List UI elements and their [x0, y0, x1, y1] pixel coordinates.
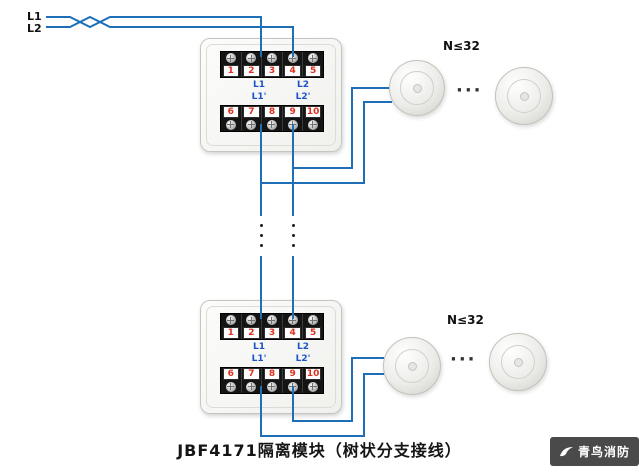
feed-line-label-l1: L1	[27, 10, 42, 23]
terminal-label-l1: L1	[253, 80, 265, 90]
loop-continuation-dots	[260, 224, 263, 247]
isolation-module-bottom: 1 2 3 4 5 L1 L2 L1' L2' 6 7 8 9 10	[200, 300, 342, 414]
terminal: 8	[262, 106, 283, 131]
loop-continuation-dots	[292, 224, 295, 247]
detector-center	[513, 357, 523, 367]
detector-center	[412, 83, 422, 93]
terminal-screw-icon	[283, 380, 303, 393]
terminal-label-l2: L2	[297, 80, 309, 90]
terminal-number: 8	[263, 106, 281, 119]
diagram-caption: JBF4171隔离模块（树状分支接线）	[177, 441, 462, 460]
detector-count-label: N≤32	[447, 313, 484, 327]
terminal-number: 9	[284, 368, 301, 381]
terminal-number: 2	[243, 64, 260, 77]
terminal-screw-icon	[303, 52, 323, 65]
brand-watermark-text: 青鸟消防	[577, 444, 630, 459]
terminal-screw-icon	[262, 118, 282, 131]
terminal-number: 2	[243, 326, 260, 339]
terminal-label-l1-prime: L1'	[251, 92, 267, 102]
terminal: 10	[303, 368, 323, 393]
terminal-screw-icon	[303, 314, 323, 327]
terminal-number: 10	[304, 106, 322, 119]
terminal-label-l2-prime: L2'	[295, 92, 311, 102]
smoke-detector	[495, 67, 553, 125]
terminal: 2	[242, 52, 263, 77]
terminal: 4	[283, 52, 304, 77]
terminal-number: 4	[284, 326, 301, 339]
detector-chain-ellipsis: ···	[450, 349, 477, 370]
terminal-screw-icon	[242, 380, 262, 393]
terminal-number: 7	[243, 368, 260, 381]
terminal-number: 4	[284, 64, 301, 77]
terminal: 6	[221, 106, 242, 131]
feed-line-label-l2: L2	[27, 22, 42, 35]
terminal-screw-icon	[221, 380, 241, 393]
terminal: 3	[262, 52, 283, 77]
terminal-number: 10	[304, 368, 322, 381]
terminal-label-l2-prime: L2'	[295, 354, 311, 364]
terminal: 9	[283, 106, 304, 131]
terminal: 3	[262, 314, 283, 339]
terminal-screw-icon	[242, 118, 262, 131]
brand-watermark: 青鸟消防	[550, 437, 639, 466]
terminal: 2	[242, 314, 263, 339]
terminal-number: 3	[263, 64, 281, 77]
terminal-number: 1	[222, 326, 240, 339]
terminal-screw-icon	[221, 118, 241, 131]
terminal-screw-icon	[242, 314, 262, 327]
terminal: 4	[283, 314, 304, 339]
terminal-number: 1	[222, 64, 240, 77]
terminal: 6	[221, 368, 242, 393]
terminal: 1	[221, 52, 242, 77]
terminal-number: 6	[222, 368, 240, 381]
detector-count-label: N≤32	[443, 39, 480, 53]
terminal-number: 3	[263, 326, 281, 339]
detector-ring	[500, 344, 536, 380]
terminal-strip-6-10: 6 7 8 9 10	[220, 367, 324, 394]
terminal-screw-icon	[262, 314, 282, 327]
terminal-number: 5	[304, 64, 322, 77]
terminal: 7	[242, 106, 263, 131]
terminal-screw-icon	[262, 52, 282, 65]
detector-ring	[394, 348, 430, 384]
terminal: 8	[262, 368, 283, 393]
terminal-screw-icon	[283, 52, 303, 65]
terminal-strip-1-5: 1 2 3 4 5	[220, 313, 324, 340]
detector-chain-ellipsis: ···	[456, 80, 483, 101]
terminal-screw-icon	[283, 118, 303, 131]
terminal-number: 9	[284, 106, 301, 119]
bird-logo-icon	[559, 447, 573, 457]
terminal-label-l1: L1	[253, 342, 265, 352]
terminal-strip-6-10: 6 7 8 9 10	[220, 105, 324, 132]
detector-center	[519, 91, 529, 101]
detector-ring	[506, 78, 542, 114]
terminal: 7	[242, 368, 263, 393]
terminal-screw-icon	[221, 52, 241, 65]
terminal-strip-1-5: 1 2 3 4 5	[220, 51, 324, 78]
smoke-detector	[489, 333, 547, 391]
terminal-screw-icon	[221, 314, 241, 327]
smoke-detector	[383, 337, 441, 395]
terminal-label-l1-prime: L1'	[251, 354, 267, 364]
terminal-screw-icon	[303, 118, 323, 131]
terminal: 5	[303, 52, 323, 77]
terminal: 5	[303, 314, 323, 339]
terminal-label-l2: L2	[297, 342, 309, 352]
terminal-screw-icon	[283, 314, 303, 327]
terminal-number: 5	[304, 326, 322, 339]
terminal: 1	[221, 314, 242, 339]
terminal: 9	[283, 368, 304, 393]
terminal-number: 7	[243, 106, 260, 119]
terminal-number: 6	[222, 106, 240, 119]
detector-center	[407, 361, 417, 371]
terminal-screw-icon	[262, 380, 282, 393]
terminal: 10	[303, 106, 323, 131]
terminal-number: 8	[263, 368, 281, 381]
isolation-module-top: 1 2 3 4 5 L1 L2 L1' L2' 6 7 8 9 10	[200, 38, 342, 152]
terminal-screw-icon	[242, 52, 262, 65]
terminal-screw-icon	[303, 380, 323, 393]
smoke-detector	[389, 60, 445, 116]
detector-ring	[400, 71, 434, 105]
